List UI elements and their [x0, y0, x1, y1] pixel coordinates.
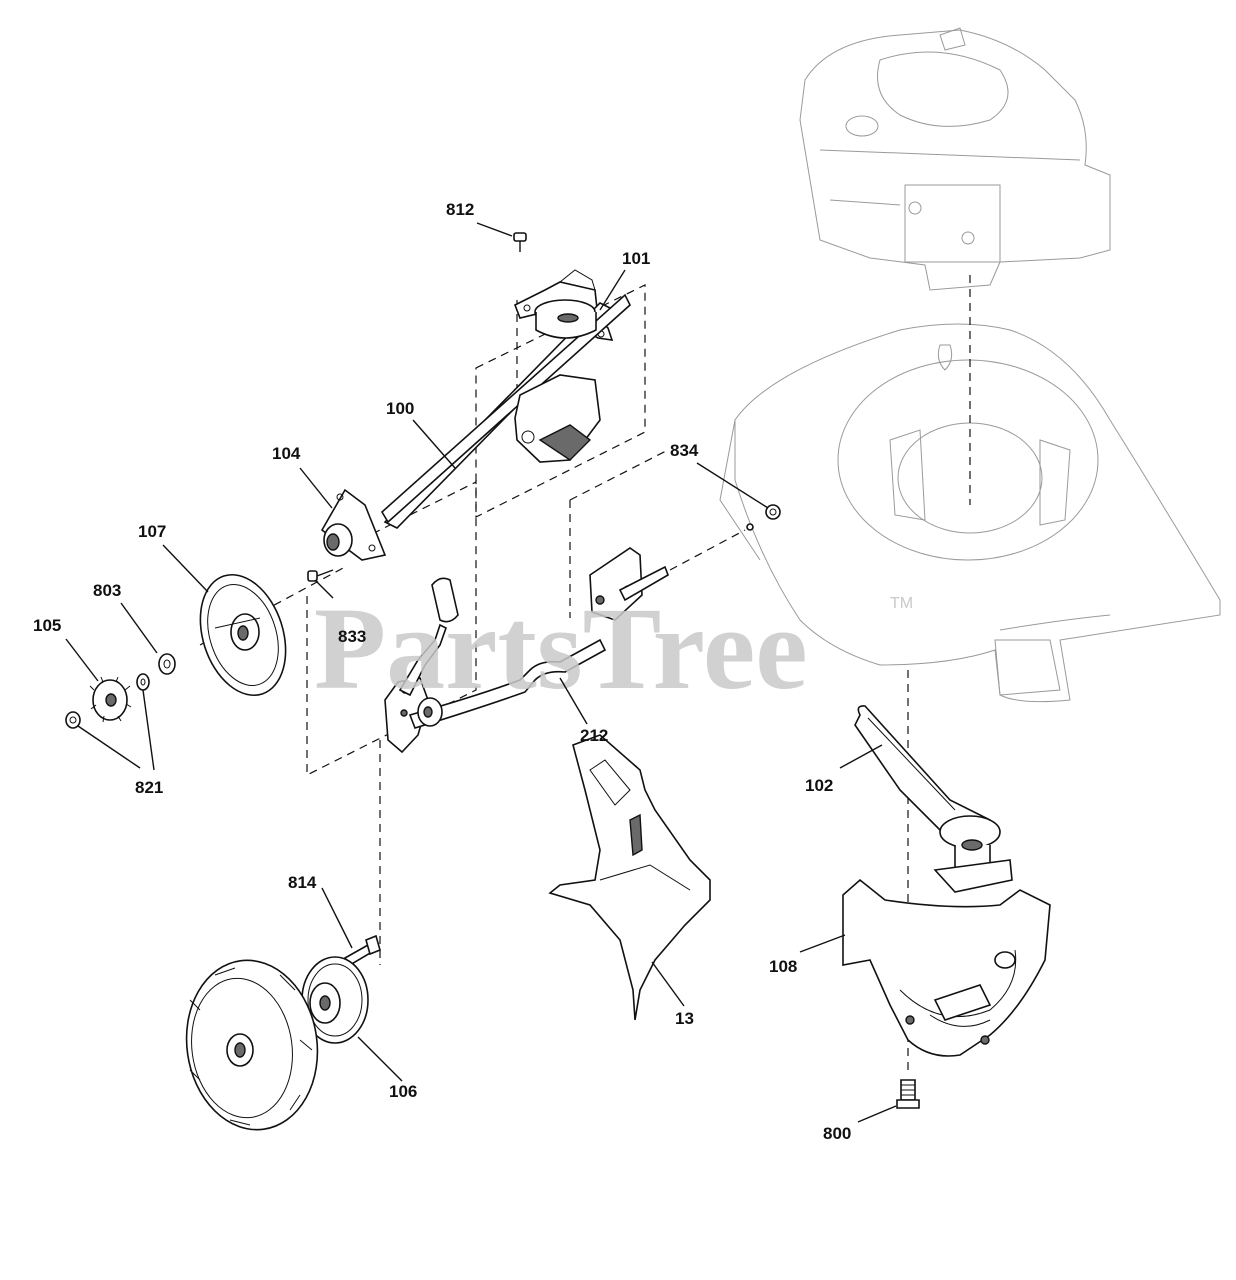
screw-812[interactable]: [513, 232, 527, 252]
transmission-100[interactable]: [380, 293, 631, 529]
nut-834[interactable]: [746, 504, 781, 531]
label-108[interactable]: 108: [769, 957, 797, 976]
watermark-trademark: TM: [890, 595, 913, 612]
clip-821-b[interactable]: [65, 711, 81, 729]
alignment-line: [669, 529, 746, 571]
bolt-800[interactable]: [896, 1079, 920, 1109]
label-104[interactable]: 104: [272, 444, 301, 463]
label-212[interactable]: 212: [580, 726, 608, 745]
label-812[interactable]: 812: [446, 200, 474, 219]
label-100[interactable]: 100: [386, 399, 414, 418]
alignment-line: [359, 481, 477, 541]
belt-102[interactable]: [854, 705, 1013, 893]
label-101[interactable]: 101: [622, 249, 650, 268]
drive-box-outline: [475, 284, 646, 518]
label-13[interactable]: 13: [675, 1009, 694, 1028]
label-107[interactable]: 107: [138, 522, 166, 541]
label-803[interactable]: 803: [93, 581, 121, 600]
bushing-104[interactable]: [320, 488, 387, 561]
part-labels: 812 101 100 104 107 803 105 821 833 834 …: [33, 200, 851, 1143]
engine-illustration: [799, 27, 1111, 291]
label-834[interactable]: 834: [670, 441, 699, 460]
pinion-gear-105[interactable]: [89, 676, 132, 723]
label-105[interactable]: 105: [33, 616, 61, 635]
watermark: PartsTree: [314, 583, 808, 714]
label-102[interactable]: 102: [805, 776, 833, 795]
rear-wheel[interactable]: [176, 952, 328, 1138]
label-814[interactable]: 814: [288, 873, 317, 892]
label-106[interactable]: 106: [389, 1082, 417, 1101]
screw-814[interactable]: [343, 934, 381, 967]
leader-lines: [65, 222, 897, 1123]
clip-821-a[interactable]: [136, 673, 150, 691]
screw-833[interactable]: [307, 569, 334, 582]
baffle-108[interactable]: [842, 878, 1051, 1057]
washer-803[interactable]: [158, 653, 176, 675]
label-833[interactable]: 833: [338, 627, 366, 646]
deflector-13[interactable]: [548, 734, 711, 1021]
label-821[interactable]: 821: [135, 778, 163, 797]
drive-gear-106[interactable]: [301, 956, 369, 1044]
wheel-plate-107[interactable]: [186, 564, 300, 707]
lever-212[interactable]: [384, 547, 669, 754]
label-800[interactable]: 800: [823, 1124, 851, 1143]
alignment-line: [569, 449, 669, 501]
mower-deck-illustration: [719, 323, 1221, 703]
